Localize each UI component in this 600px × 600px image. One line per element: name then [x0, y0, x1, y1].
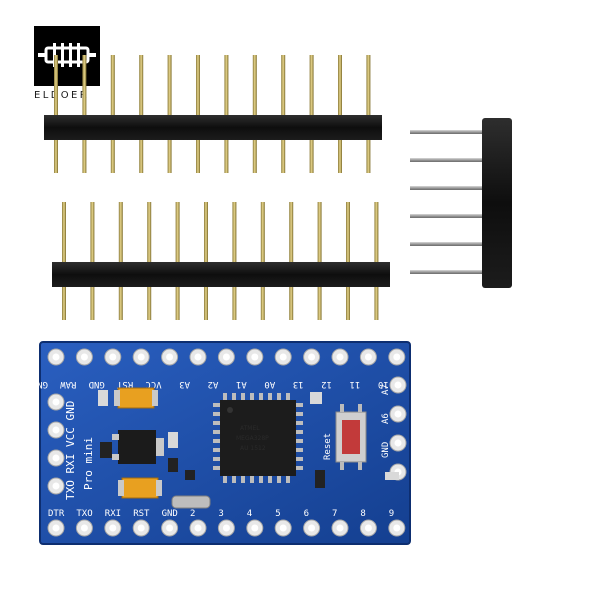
header-pin	[175, 202, 180, 320]
board-label-a6: A6	[381, 413, 391, 424]
board-title: Pro mini	[82, 437, 95, 490]
header-pin	[54, 55, 58, 173]
board-pin-label: RST	[133, 509, 150, 519]
smd-part	[98, 390, 108, 406]
board-pin-label: RST	[116, 379, 133, 389]
microcontroller-chip: ATMEL MEGA328P AU 1512	[213, 393, 303, 483]
board-top-labels: GND RAW GND RST VCC A3 A2 A1 A0 13 12 11 10	[32, 379, 389, 389]
smd-part	[385, 472, 399, 480]
header-pin	[110, 55, 115, 173]
header-pin	[260, 202, 265, 320]
board-pin-label: GND	[162, 509, 178, 519]
board-pin-label: 10	[378, 379, 389, 389]
board-pin-label: 12	[321, 379, 332, 389]
header-pin	[410, 270, 510, 274]
reset-label: Reset	[323, 433, 333, 460]
board-pin-label: 5	[275, 509, 280, 519]
board-pin-label: GND	[32, 379, 48, 389]
board-pin-label: A3	[179, 379, 190, 389]
right-angle-header	[410, 118, 512, 288]
smd-part	[310, 392, 322, 404]
header-pin	[224, 55, 229, 173]
diode	[100, 442, 112, 458]
header-pin	[309, 55, 314, 173]
board-left-txo-label: TXO RXI VCC GND	[64, 401, 77, 500]
header-pin	[410, 242, 510, 246]
chip-batch: AU 1512	[240, 445, 266, 452]
board-pin-label: 2	[190, 509, 195, 519]
board-pin-label: 7	[332, 509, 337, 519]
board-pin-label: 8	[360, 509, 365, 519]
header-pin	[410, 130, 510, 134]
header-pin	[139, 55, 144, 173]
header-pin	[281, 55, 286, 173]
header-pin	[232, 202, 237, 320]
board-pin-label: 6	[304, 509, 309, 519]
board-pin-label: A1	[236, 379, 247, 389]
brand-name: ELDOER	[34, 90, 90, 101]
chip-brand: ATMEL	[240, 425, 260, 432]
header-pin	[90, 202, 95, 320]
board-pin-label: 11	[350, 379, 361, 389]
header-pin	[252, 55, 257, 173]
capacitor-1	[114, 387, 158, 409]
chip-model: MEGA328P	[236, 435, 269, 442]
header-pin	[410, 214, 510, 218]
pin-header-1	[44, 55, 382, 173]
board-bottom-labels: DTR TXO RXI RST GND 2 3 4 5 6 7 8 9	[48, 509, 394, 519]
crystal	[171, 495, 211, 509]
board-pin-label: GND	[89, 379, 105, 389]
header-pin	[118, 202, 123, 320]
header-pin	[204, 202, 208, 320]
reset-button	[335, 404, 367, 470]
board-pin-label: RAW	[60, 379, 77, 389]
header-pin	[346, 202, 350, 320]
capacitor-2	[118, 477, 162, 499]
board-pin-label: 3	[218, 509, 223, 519]
board-pin-label: 13	[293, 379, 304, 389]
voltage-regulator	[112, 430, 164, 464]
header-pin	[410, 158, 510, 162]
smd-part	[315, 470, 325, 488]
smd-part	[185, 470, 195, 480]
pin-header-2	[52, 202, 390, 320]
board-pin-label: VCC	[145, 379, 161, 389]
header-pin	[366, 55, 371, 173]
board-label-a7: A7	[381, 384, 391, 395]
header-pin	[62, 202, 66, 320]
smd-part	[168, 432, 178, 448]
board-pin-label: DTR	[48, 509, 65, 519]
header-pin	[374, 202, 379, 320]
header-pin	[410, 186, 510, 190]
header-pin	[196, 55, 200, 173]
board-pin-label: A0	[264, 379, 275, 389]
pro-mini-board: GND RAW GND RST VCC A3 A2 A1 A0 13 12 11 10 DTR TXO RX…	[32, 341, 411, 545]
board-pin-label: 9	[389, 509, 394, 519]
header-pin	[167, 55, 172, 173]
board-pin-label: A2	[208, 379, 219, 389]
header-pin	[147, 202, 152, 320]
board-pin-label: RXI	[105, 509, 121, 519]
header-pin	[82, 55, 87, 173]
board-label-gnd-right: GND	[381, 442, 391, 458]
board-pin-label: 4	[247, 509, 252, 519]
smd-part	[168, 458, 178, 472]
header-pin	[317, 202, 322, 320]
board-pin-label: TXO	[76, 509, 92, 519]
header-pin	[338, 55, 342, 173]
header-pin	[289, 202, 294, 320]
